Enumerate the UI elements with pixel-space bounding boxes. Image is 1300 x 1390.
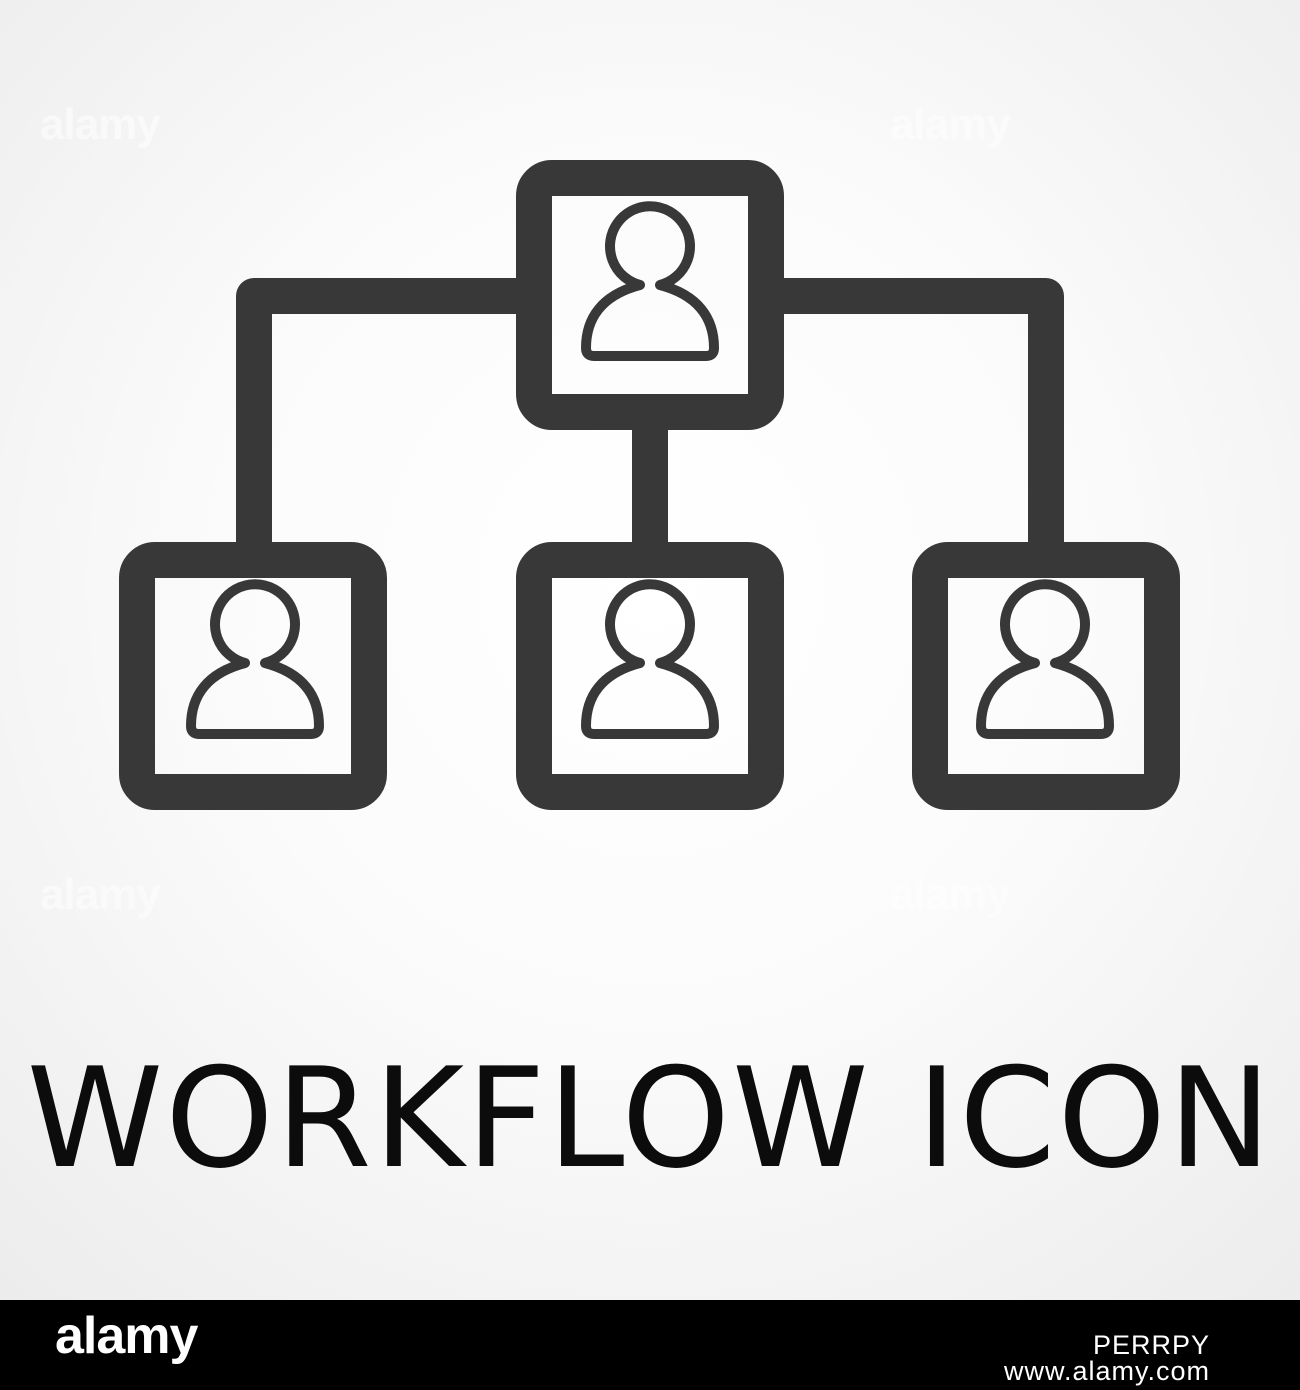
- person-icon: [581, 201, 719, 361]
- watermark: alamy: [40, 870, 161, 919]
- person-icon: [186, 579, 324, 739]
- node-box-left: [119, 542, 387, 810]
- site-url: www.alamy.com: [1003, 1356, 1210, 1386]
- watermark: alamy: [40, 100, 161, 149]
- image-canvas: alamy alamy alamy alamy: [0, 0, 1300, 1300]
- node-box-center: [516, 542, 784, 810]
- icon-title: WORKFLOW ICON: [26, 1038, 1274, 1199]
- connector-left: [236, 278, 516, 542]
- footer-bar: alamy PERRPY www.alamy.com: [0, 1300, 1300, 1390]
- watermark: alamy: [890, 100, 1011, 149]
- connector-right: [784, 278, 1064, 542]
- person-icon: [581, 579, 719, 739]
- node-box-top: [516, 160, 784, 430]
- node-box-right: [912, 542, 1180, 810]
- watermark: alamy: [890, 870, 1011, 919]
- workflow-icon: [119, 160, 1180, 810]
- alamy-logo: alamy: [55, 1307, 198, 1365]
- image-id: PERRPY: [1092, 1330, 1210, 1360]
- person-icon: [976, 579, 1114, 739]
